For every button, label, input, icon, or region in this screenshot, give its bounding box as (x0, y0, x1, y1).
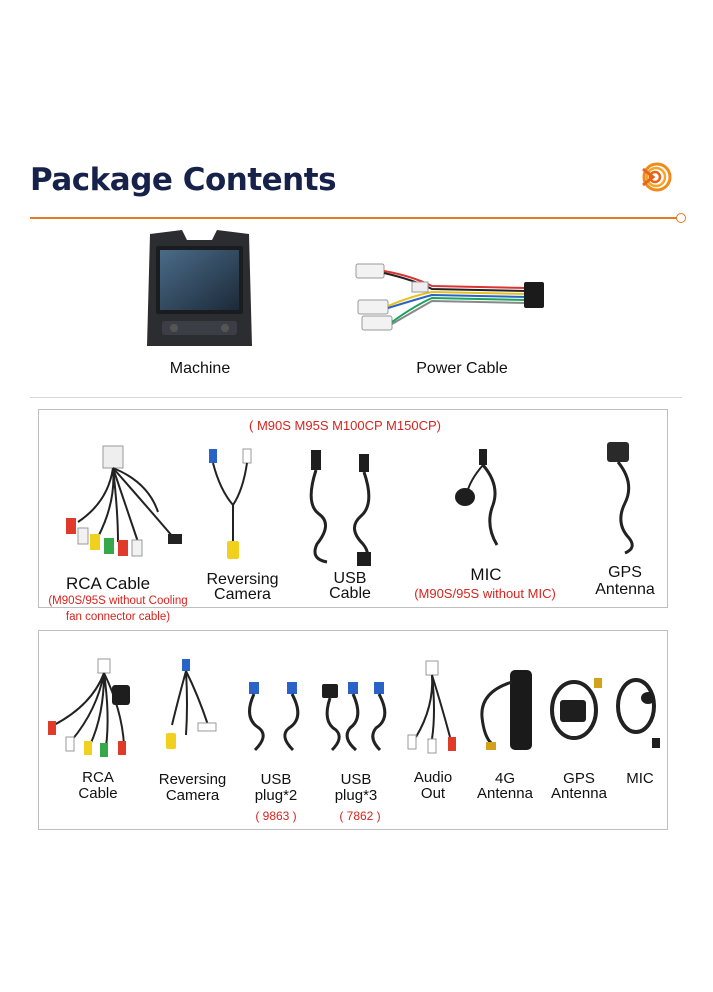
audio-out-label-2: Out (420, 785, 446, 802)
header-divider (30, 217, 678, 219)
usb-plug-icon (243, 678, 309, 758)
usb-cable-label-1: USB (333, 570, 367, 587)
page-title: Package Contents (30, 162, 337, 198)
mic-label: MIC (470, 565, 502, 584)
4g-antenna-icon (472, 662, 542, 757)
mic-label: MIC (626, 770, 654, 787)
gps-antenna-icon (595, 438, 655, 558)
rca-cable-label-1: RCA (82, 769, 114, 786)
usb-cable-label-2: Cable (329, 585, 371, 602)
reversing-camera-label-2: Camera (165, 787, 220, 804)
microphone-icon (612, 668, 664, 753)
usb-plug2-note: ( 9863 ) (255, 809, 297, 823)
orange-ring-logo-icon (637, 159, 673, 195)
gps-antenna-label-1: GPS (608, 564, 642, 581)
usb-cable-icon (305, 444, 385, 569)
reversing-camera-label-1: Reversing (158, 771, 227, 788)
microphone-icon (445, 445, 525, 560)
reversing-camera-label-1: Reversing (206, 571, 279, 588)
gps-antenna-label-2: Antenna (595, 581, 655, 598)
reversing-camera-label-2: Camera (214, 586, 271, 603)
power-harness-icon (352, 256, 552, 336)
audio-out-label-1: Audio (413, 769, 453, 786)
usb-plug2-label-1: USB (260, 771, 292, 788)
accessories-box-2 (38, 630, 668, 830)
rca-cable-icon (48, 442, 188, 572)
4g-antenna-label-1: 4G (494, 770, 515, 787)
section-separator (30, 397, 682, 398)
model-note: ( M90S M95S M100CP M150CP) (249, 418, 441, 433)
rca-cable-label: RCA Cable (65, 574, 151, 593)
usb-plug-icon (318, 678, 398, 758)
audio-out-cable-icon (402, 657, 464, 762)
header-divider-dot (676, 213, 686, 223)
reversing-camera-cable-icon (205, 445, 265, 565)
power-cable-label: Power Cable (416, 360, 508, 377)
gps-antenna-icon (542, 670, 610, 750)
usb-plug3-label-1: USB (340, 771, 372, 788)
4g-antenna-label-2: Antenna (477, 785, 533, 802)
usb-plug3-label-2: plug*3 (334, 787, 378, 804)
gps-antenna-label-2: Antenna (551, 785, 607, 802)
usb-plug2-label-2: plug*2 (254, 787, 298, 804)
rca-cable-note-1: (M90S/95S without Cooling (48, 595, 188, 607)
accessories-box-1 (38, 409, 668, 608)
rca-cable-icon (42, 655, 142, 760)
reversing-camera-cable-icon (158, 655, 228, 760)
rca-cable-label-2: Cable (78, 785, 118, 802)
gps-antenna-label-1: GPS (563, 770, 595, 787)
car-stereo-unit-icon (142, 226, 257, 354)
rca-cable-note-2: fan connector cable) (65, 611, 171, 623)
machine-label: Machine (169, 360, 231, 377)
mic-note: (M90S/95S without MIC) (414, 586, 556, 601)
usb-plug3-note: ( 7862 ) (339, 809, 381, 823)
